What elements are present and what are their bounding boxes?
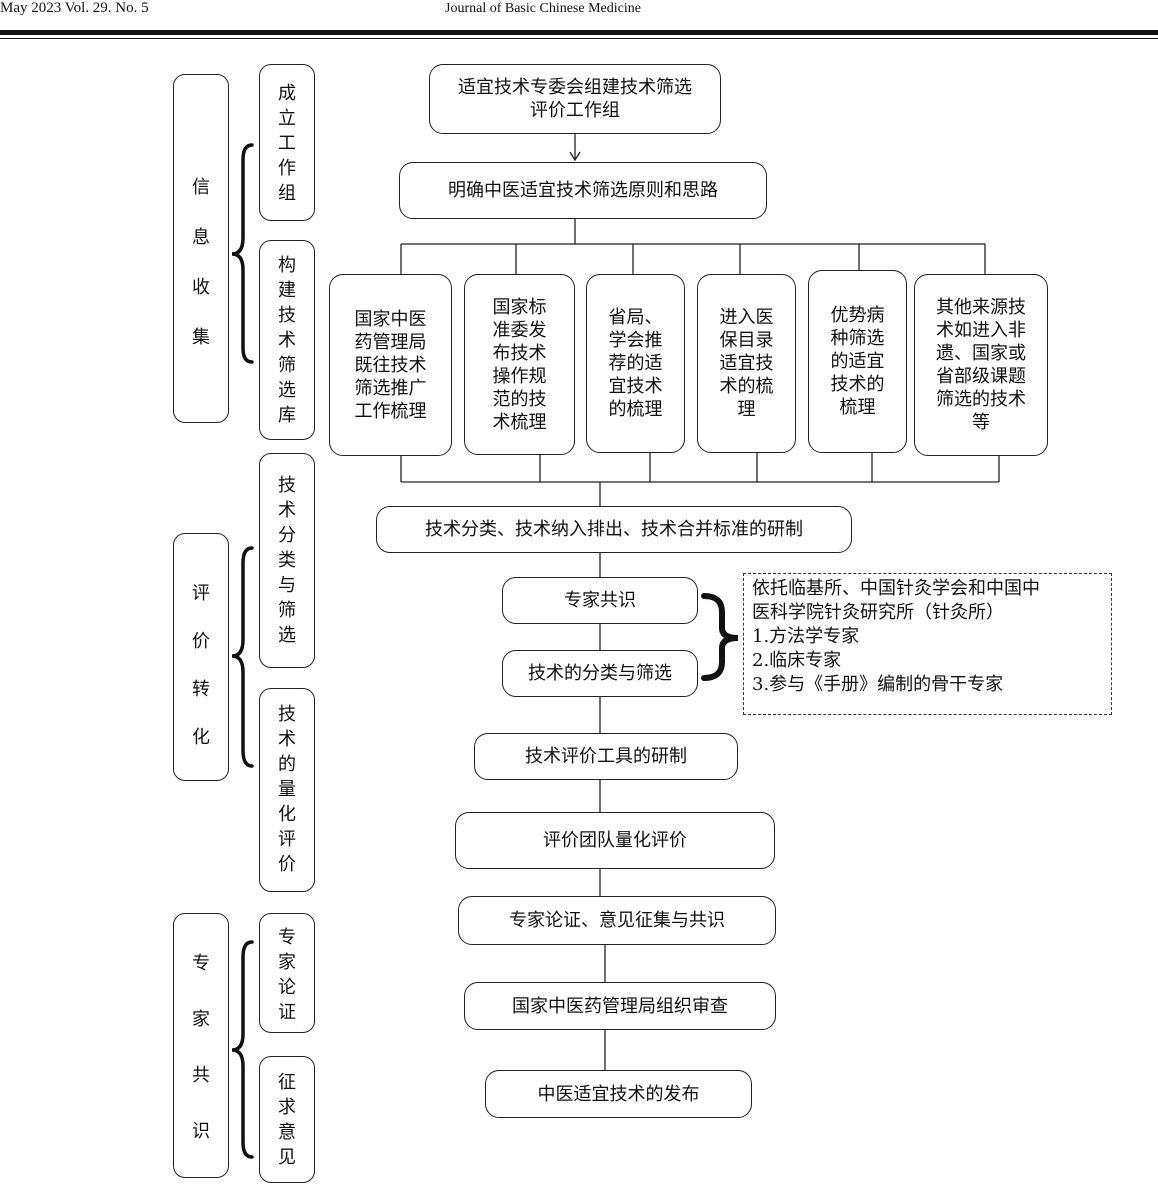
subphase-classify-screen: 技术分类与筛选 [259,453,315,668]
source-box: 省局、 学会推 荐的适 宜技术 的梳理 [586,274,685,453]
phase-char: 信 [192,177,210,198]
journal-issue: May 2023 Vol. 29. No. 5 [0,0,149,16]
note-line: 3.参与《手册》编制的骨干专家 [752,674,1004,695]
expert-source-note: 依托临基所、中国针灸学会和中国中 医科学院针灸研究所（针灸所） 1.方法学专家 … [743,573,1112,715]
quant-eval-box: 评价团队量化评价 [455,812,775,869]
note-line: 依托临基所、中国针灸学会和中国中 [752,578,1040,599]
right-brace [701,593,739,681]
phase-char: 收 [192,277,210,298]
subphase-expert-argument: 专家论证 [259,913,315,1033]
classify-screen-box: 技术的分类与筛选 [502,650,698,697]
expert-consensus-box: 专家共识 [502,577,698,624]
release-box: 中医适宜技术的发布 [485,1070,752,1118]
journal-title: Journal of Basic Chinese Medicine [445,1,641,16]
phase-char: 共 [192,1065,210,1086]
source-box: 优势病 种筛选 的适宜 技术的 梳理 [808,270,907,453]
source-box: 进入医 保目录 适宜技 术的梳 理 [697,274,796,453]
principles-box: 明确中医适宜技术筛选原则和思路 [399,162,767,219]
phase-char: 家 [192,1009,210,1030]
phase-char: 专 [192,953,210,974]
subphase-quantitative-eval: 技术的量化评价 [259,688,315,892]
subphase-form-group: 成立工作组 [259,64,315,221]
header-rule-thin [0,38,1158,39]
expert-argument-box: 专家论证、意见征集与共识 [458,896,776,945]
national-review-box: 国家中医药管理局组织审查 [464,982,776,1030]
phase-char: 转 [192,679,210,700]
subphase-build-library: 构建技术筛选库 [259,240,315,440]
phase-evaluation: 评 价 转 化 [173,533,229,781]
phase-char: 识 [192,1121,210,1142]
phase-char: 集 [192,327,210,348]
note-line: 医科学院针灸研究所（针灸所） [752,602,1004,623]
phase-char: 息 [192,227,210,248]
phase-char: 评 [192,583,210,604]
note-line: 1.方法学专家 [752,626,860,647]
phase-char: 价 [192,631,210,652]
source-box: 其他来源技 术如进入非 遗、国家或 省部级课题 筛选的技术 等 [914,274,1048,456]
phase-char: 化 [192,727,210,748]
phase-info-collection: 信 息 收 集 [173,74,229,423]
start-box: 适宜技术专委会组建技术筛选 评价工作组 [429,64,721,134]
source-box: 国家中医 药管理局 既往技术 筛选推广 工作梳理 [329,274,452,456]
subphase-solicit-opinion: 征求意见 [259,1056,315,1183]
standards-box: 技术分类、技术纳入排出、技术合并标准的研制 [376,506,852,553]
header-rule-thick [0,30,1158,35]
source-box: 国家标 准委发 布技术 操作规 范的技 术梳理 [464,274,575,455]
eval-tool-box: 技术评价工具的研制 [474,733,738,780]
phase-consensus: 专 家 共 识 [173,913,229,1178]
note-line: 2.临床专家 [752,650,842,671]
